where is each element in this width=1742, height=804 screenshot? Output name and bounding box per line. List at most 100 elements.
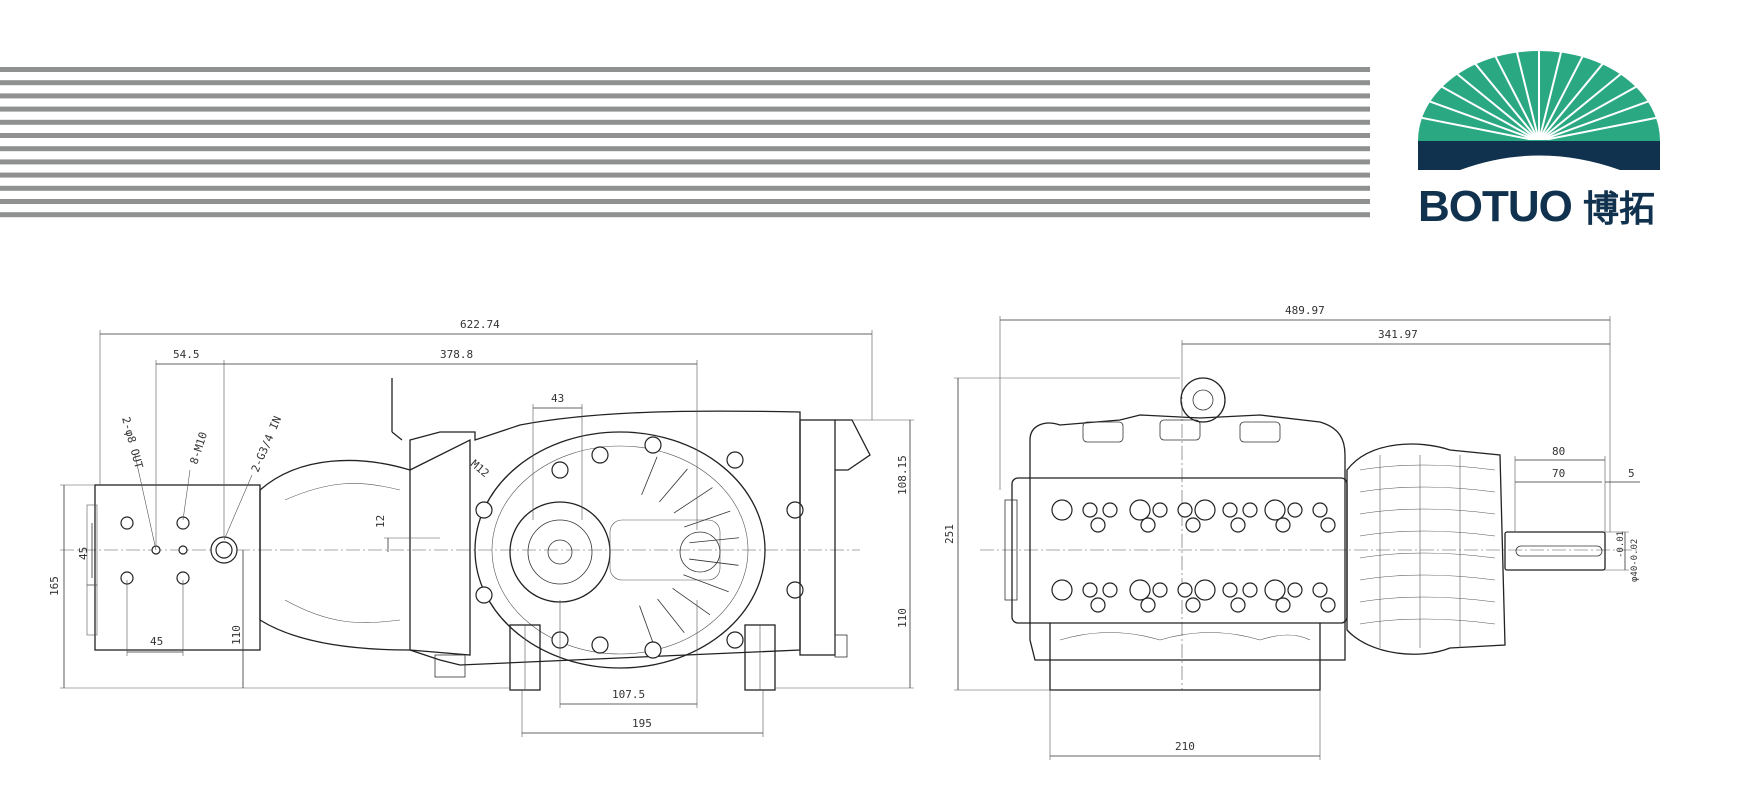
note-inlet: 2-G3/4 IN (249, 414, 284, 474)
drive-gear (509, 501, 611, 603)
valve-hole (1287, 582, 1303, 598)
valve-hole (1242, 502, 1258, 518)
header-stripe (0, 185, 1370, 191)
end-view: 489.97 341.97 251 80 70 5 -0.01 φ40-0.02… (943, 304, 1640, 760)
dim-height-total: 165 (48, 576, 61, 596)
header-stripe (0, 119, 1370, 125)
valve-hole (1320, 517, 1336, 533)
dim-shaft-diameter: φ40-0.02 (1630, 539, 1640, 582)
housing-fin (1359, 486, 1496, 493)
housing-fin (1359, 596, 1496, 603)
cover-bolt (644, 436, 662, 454)
drive-shaft (1504, 531, 1606, 571)
valve-hole (1264, 579, 1286, 601)
bolt-holes (120, 516, 238, 585)
logo-ray (1538, 116, 1660, 140)
cover-rib (672, 588, 711, 616)
cover-bolt (475, 586, 493, 604)
valve-hole (1275, 517, 1291, 533)
rear-flange (799, 419, 836, 656)
valve-hole (1082, 502, 1098, 518)
cover-rib (689, 537, 740, 544)
dim-shaft-length: 80 (1552, 445, 1565, 458)
cover-rib (673, 487, 713, 514)
header-stripe (0, 93, 1370, 99)
logo-ray (1468, 55, 1540, 140)
cover-rib (659, 468, 688, 503)
dim-base-span: 210 (1175, 740, 1195, 753)
cover-bolt (726, 451, 744, 469)
housing-fins (1359, 455, 1496, 648)
cover-rib (657, 598, 685, 633)
valve-hole (1312, 502, 1328, 518)
cover-rib (641, 456, 658, 495)
logo-brand-latin: BOTUO (1418, 182, 1572, 231)
dim-shaft-offset: 12 (374, 515, 387, 528)
logo-ray (1538, 47, 1588, 140)
logo-ray (1538, 55, 1610, 140)
cover-bolt (591, 446, 609, 464)
valve-hole (1222, 502, 1238, 518)
logo-ray (1538, 67, 1629, 140)
valve-hole (1051, 499, 1073, 521)
gear-housing (1346, 443, 1506, 655)
header-stripe (0, 133, 1370, 138)
end-base (1049, 623, 1321, 691)
cover-bolt (551, 461, 569, 479)
gear-cover (474, 431, 766, 669)
valve-hole (1275, 597, 1291, 613)
valve-hole (1140, 517, 1156, 533)
note-thread: M12 (468, 457, 492, 480)
dim-foot-center: 107.5 (612, 688, 645, 701)
header-stripe (0, 212, 1370, 218)
dim-end-body-width: 341.97 (1378, 328, 1418, 341)
logo-rays (1420, 41, 1660, 140)
logo-ray (1538, 81, 1645, 140)
header-stripe (0, 80, 1370, 86)
valve-hole (1287, 502, 1303, 518)
dim-end-height: 251 (943, 524, 956, 544)
valve-cover-holes (1051, 499, 1336, 613)
logo-ray (1421, 97, 1540, 140)
cover-rib (689, 558, 739, 566)
cover-rib (684, 510, 731, 528)
dim-shaft-tolerance: -0.01 (1616, 531, 1626, 558)
cover-bolt (591, 636, 609, 654)
housing-fin (1359, 552, 1496, 559)
logo-ray (1433, 81, 1540, 140)
header-stripe (0, 106, 1370, 112)
cover-bolt (726, 631, 744, 649)
housing-fin (1359, 574, 1496, 581)
logo-brand-cjk: 博拓 (1583, 188, 1655, 229)
header-stripe (0, 172, 1370, 178)
housing-fin (1359, 530, 1496, 537)
valve-hole (1152, 582, 1168, 598)
housing-fin (1359, 464, 1496, 471)
valve-hole (1242, 582, 1258, 598)
valve-hole (1129, 499, 1151, 521)
valve-hole (1102, 502, 1118, 518)
dim-center-height-left: 110 (230, 625, 243, 645)
lifting-eye (1180, 377, 1226, 423)
valve-hole (1185, 597, 1201, 613)
valve-hole (1129, 579, 1151, 601)
dim-body-length: 378.8 (440, 348, 473, 361)
dim-top-height: 108.15 (896, 455, 909, 495)
valve-hole (1312, 582, 1328, 598)
valve-hole (1051, 579, 1073, 601)
dim-gear-width: 43 (551, 392, 564, 405)
valve-hole (1102, 582, 1118, 598)
valve-hole (1152, 502, 1168, 518)
rear-outlet (835, 419, 871, 471)
dim-center-height-right: 110 (896, 608, 909, 628)
note-bolts: 8-M10 (187, 430, 210, 466)
cover-bolt (475, 501, 493, 519)
logo-ray (1538, 42, 1565, 140)
valve-hole (1230, 597, 1246, 613)
cover-bolts (475, 436, 804, 659)
dim-foot-span: 195 (632, 717, 652, 730)
valve-hole (1185, 517, 1201, 533)
note-outlet: 2-φ8 OUT (119, 415, 145, 470)
logo-ray (1490, 47, 1540, 140)
